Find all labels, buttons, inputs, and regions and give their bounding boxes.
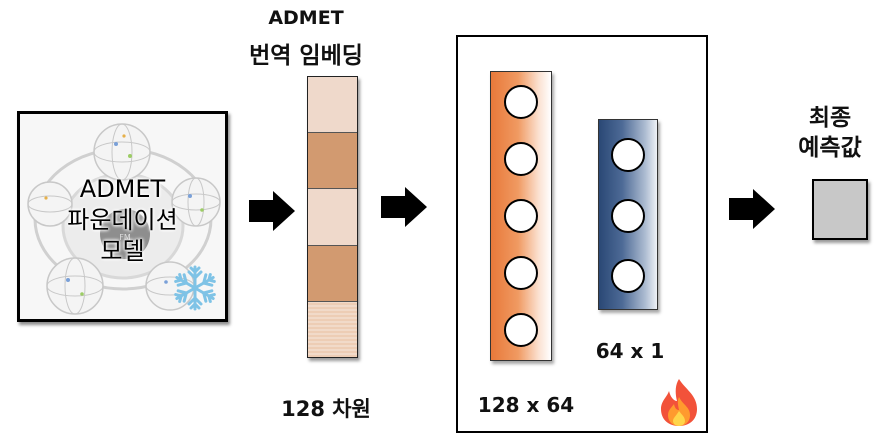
right-arrow-icon bbox=[249, 191, 295, 231]
embedding-dimension-label: 128 차원 bbox=[281, 397, 371, 421]
mlp-layer-2 bbox=[598, 119, 658, 310]
neuron-node bbox=[611, 259, 645, 293]
embedding-subtitle: 번역 임베딩 bbox=[249, 43, 363, 69]
neuron-node bbox=[504, 142, 538, 176]
foundation-model-line2: 파운데이션 bbox=[67, 206, 178, 234]
right-arrow-icon bbox=[381, 187, 427, 227]
foundation-model-box: FM ADMET 파운데이션 모델 bbox=[17, 111, 228, 322]
embedding-cell bbox=[308, 77, 357, 134]
snowflake-icon bbox=[172, 265, 218, 311]
neuron-node bbox=[504, 256, 538, 290]
embedding-vector bbox=[307, 76, 358, 358]
center-sphere-icon bbox=[100, 209, 150, 259]
embedding-cell bbox=[308, 189, 357, 246]
fire-icon bbox=[661, 379, 697, 426]
layer-2-dimension-label: 64 x 1 bbox=[595, 339, 665, 363]
embedding-title: ADMET bbox=[268, 7, 344, 29]
embedding-cell bbox=[308, 245, 357, 302]
embedding-cell bbox=[308, 133, 357, 190]
prediction-output-box bbox=[812, 179, 868, 240]
fm-logo-text: FM bbox=[119, 233, 131, 242]
prediction-title-line2: 예측값 bbox=[798, 135, 862, 161]
neuron-node bbox=[611, 138, 645, 172]
layer-1-dimension-label: 128 x 64 bbox=[477, 393, 575, 417]
prediction-title-line1: 최종 bbox=[808, 105, 852, 131]
embedding-cell bbox=[308, 301, 357, 358]
neuron-node bbox=[504, 199, 538, 233]
neuron-node bbox=[504, 313, 538, 347]
mlp-layer-1 bbox=[490, 71, 552, 361]
foundation-model-label: ADMET 파운데이션 모델 bbox=[20, 174, 225, 267]
foundation-model-line3: 모델 bbox=[100, 237, 145, 265]
prediction-title: 최종 예측값 bbox=[775, 103, 885, 163]
neuron-node bbox=[611, 199, 645, 233]
foundation-model-line1: ADMET bbox=[79, 175, 166, 203]
neuron-node bbox=[504, 85, 538, 119]
right-arrow-icon bbox=[729, 189, 775, 229]
molecule-network-illustration: FM bbox=[27, 123, 221, 315]
